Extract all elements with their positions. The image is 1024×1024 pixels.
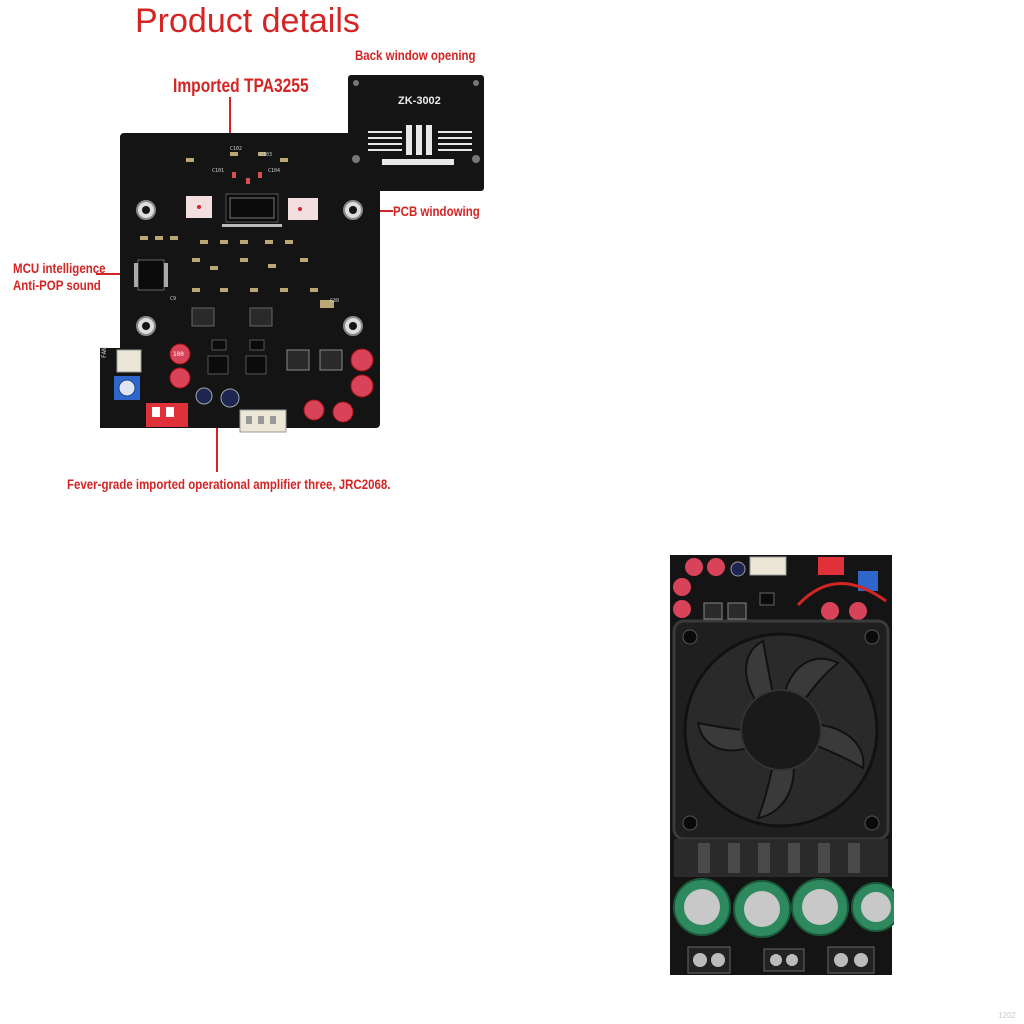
callout-mcu-line2: Anti-POP sound <box>13 277 101 293</box>
board-label-c30: C30 <box>330 298 339 304</box>
back-window-inset: ZK-3002 <box>348 75 484 191</box>
board-label-fan: FAN <box>101 347 108 358</box>
model-label: ZK-3002 <box>398 95 441 107</box>
page-title: Product details <box>135 2 360 40</box>
callout-tpa3255: Imported TPA3255 <box>173 76 309 97</box>
callout-opamp: Fever-grade imported operational amplifi… <box>67 476 391 492</box>
watermark: 1202 <box>998 1011 1016 1020</box>
board-label-c102: C102 <box>230 146 242 152</box>
board-label-c9: C9 <box>170 296 176 302</box>
board-label-c104: C104 <box>268 168 280 174</box>
amplifier-board-top-view: C101 C103 C102 C104 C30 C9 FAN 100 <box>100 133 380 433</box>
board-label-c101: C101 <box>212 168 224 174</box>
callout-back-window: Back window opening <box>355 47 476 63</box>
callout-mcu-line1: MCU intelligence <box>13 260 106 276</box>
amplifier-board-with-fan <box>670 555 894 975</box>
board-label-c103: C103 <box>260 152 272 158</box>
cap-value-label: 100 <box>173 351 184 358</box>
callout-pcb-window: PCB windowing <box>393 203 480 219</box>
